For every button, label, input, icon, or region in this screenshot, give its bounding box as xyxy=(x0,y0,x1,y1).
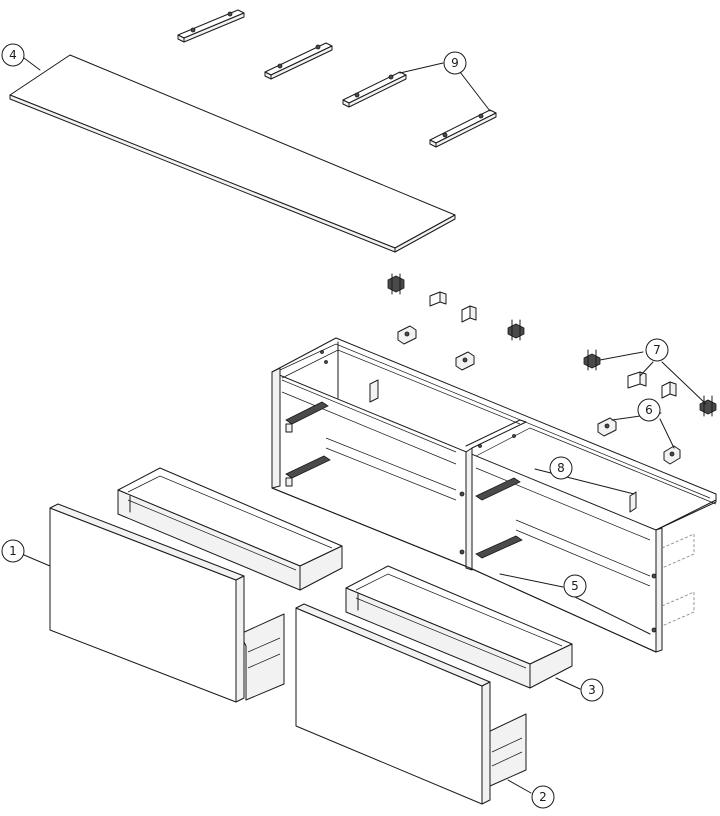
connector-fitting-b xyxy=(507,319,525,341)
callout-9-label: 9 xyxy=(451,56,459,70)
corner-plate-d xyxy=(661,381,677,399)
callout-9: 9 xyxy=(443,51,467,75)
mounting-rail-4 xyxy=(429,109,497,148)
callout-6: 6 xyxy=(637,398,661,422)
mounting-rail-2 xyxy=(264,42,333,80)
callout-8-label: 8 xyxy=(557,461,565,475)
mounting-rail-3 xyxy=(342,71,407,108)
bracket-c xyxy=(597,417,617,437)
connector-fitting-c xyxy=(583,349,601,371)
callout-5: 5 xyxy=(563,574,587,598)
corner-plate-c xyxy=(627,371,647,389)
connector-fitting-d xyxy=(699,395,717,417)
drawer-box-center xyxy=(345,565,573,689)
drawer-front-right xyxy=(295,603,527,805)
corner-plate-a xyxy=(429,291,447,307)
callout-1: 1 xyxy=(1,539,25,563)
callout-3: 3 xyxy=(580,678,604,702)
callout-6-label: 6 xyxy=(645,403,653,417)
callout-7: 7 xyxy=(645,338,669,362)
callout-1-label: 1 xyxy=(9,544,17,558)
corner-plate-b xyxy=(461,305,477,323)
callout-8: 8 xyxy=(549,456,573,480)
drawer-box-upper-left xyxy=(117,467,343,591)
bracket-a xyxy=(397,325,417,345)
callout-7-label: 7 xyxy=(653,343,661,357)
top-panel xyxy=(9,54,456,253)
callout-5-label: 5 xyxy=(571,579,579,593)
bracket-d xyxy=(663,445,681,465)
callout-4: 4 xyxy=(1,43,25,67)
connector-fitting-a xyxy=(387,273,405,295)
callout-3-label: 3 xyxy=(588,683,596,697)
mounting-rail-1 xyxy=(177,9,245,43)
cabinet-carcass xyxy=(271,337,717,653)
callout-2: 2 xyxy=(531,785,555,809)
callout-2-label: 2 xyxy=(539,790,547,804)
callout-4-label: 4 xyxy=(9,48,17,62)
drawer-front-left xyxy=(49,503,285,703)
bracket-b xyxy=(455,351,475,371)
